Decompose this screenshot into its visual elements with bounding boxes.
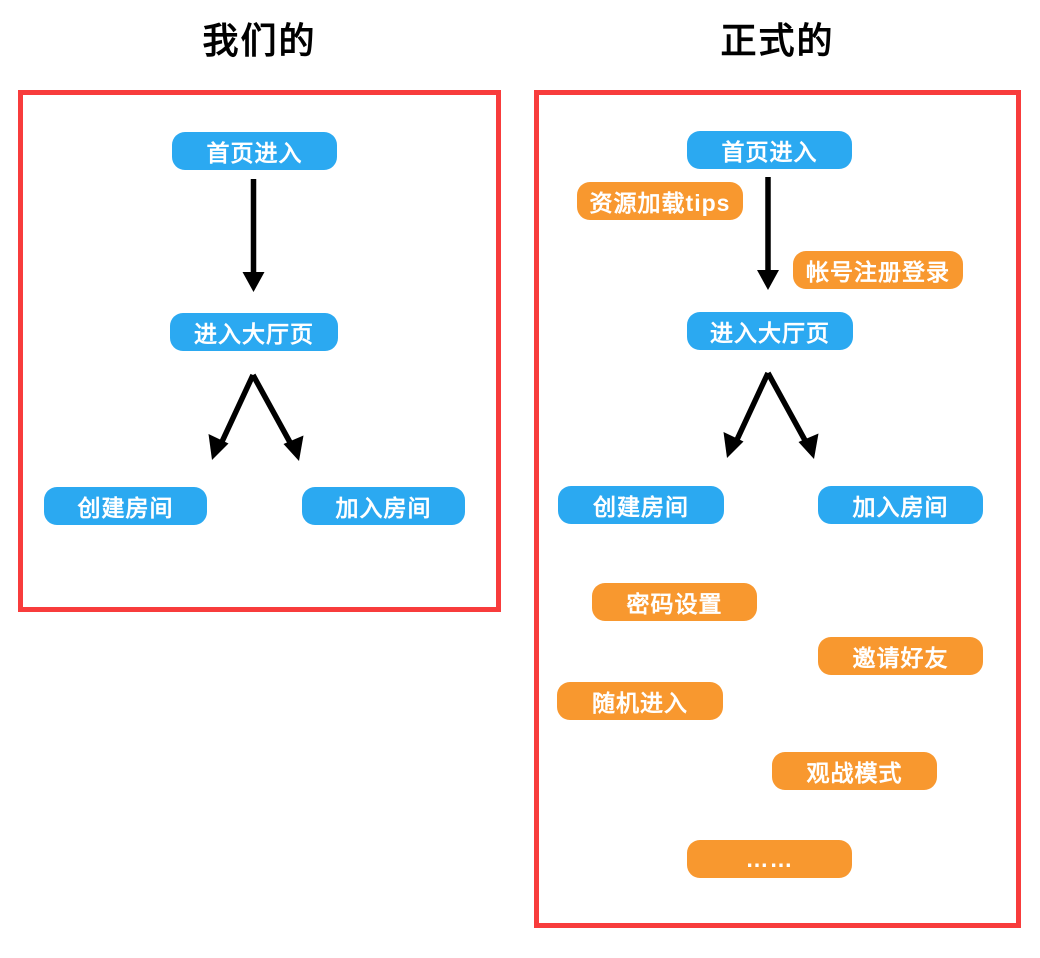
left-node-join-room: 加入房间 bbox=[302, 487, 465, 525]
right-node-invite-friends: 邀请好友 bbox=[818, 637, 983, 675]
left-node-home-entry: 首页进入 bbox=[172, 132, 337, 170]
right-panel-frame bbox=[534, 90, 1021, 928]
right-node-create-room: 创建房间 bbox=[558, 486, 724, 524]
right-node-lobby-page: 进入大厅页 bbox=[687, 312, 853, 350]
right-node-spectate-mode: 观战模式 bbox=[772, 752, 937, 790]
right-node-home-entry: 首页进入 bbox=[687, 131, 852, 169]
right-node-random-join: 随机进入 bbox=[557, 682, 723, 720]
left-panel-frame bbox=[18, 90, 501, 612]
right-node-resource-tips: 资源加载tips bbox=[577, 182, 743, 220]
left-node-lobby-page: 进入大厅页 bbox=[170, 313, 338, 351]
right-node-account-register-login: 帐号注册登录 bbox=[793, 251, 963, 289]
right-node-ellipsis: …… bbox=[687, 840, 852, 878]
right-panel-title: 正式的 bbox=[720, 20, 835, 61]
right-node-join-room: 加入房间 bbox=[818, 486, 983, 524]
left-panel-title: 我们的 bbox=[202, 20, 317, 61]
right-node-password-setting: 密码设置 bbox=[592, 583, 757, 621]
left-node-create-room: 创建房间 bbox=[44, 487, 207, 525]
